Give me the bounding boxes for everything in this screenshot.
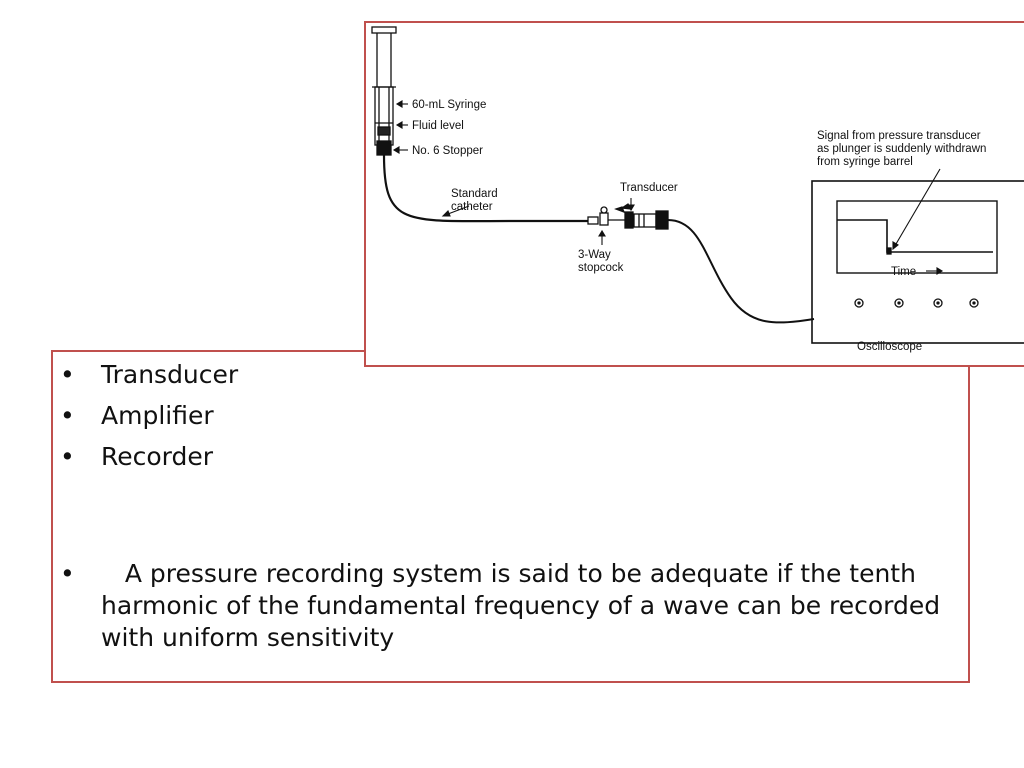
diagram-frame: 60-mL Syringe Fluid level No. 6 Stopper … <box>364 21 1024 367</box>
bullet-icon: • <box>60 442 75 471</box>
syringe-label: 60-mL Syringe <box>412 99 486 111</box>
time-label: Time <box>891 266 916 278</box>
stopcock-label-line2: stopcock <box>578 262 624 274</box>
label-arrows <box>392 100 944 275</box>
bullet-item-adequacy: • A pressure recording system is said to… <box>53 558 968 654</box>
fluid-level-label: Fluid level <box>412 120 464 132</box>
bullet-item-transducer: • Transducer <box>53 354 968 395</box>
catheter-label-line1: Standard <box>451 188 498 200</box>
catheter-tube <box>382 154 588 223</box>
bullet-icon: • <box>60 559 75 588</box>
signal-label-line1: Signal from pressure transducer <box>817 130 981 142</box>
signal-label-line2: as plunger is suddenly withdrawn <box>817 143 986 155</box>
catheter-label-line2: catheter <box>451 201 493 213</box>
bullet-icon: • <box>60 401 75 430</box>
bullet-text: Recorder <box>101 442 214 471</box>
oscilloscope-icon <box>811 180 1024 344</box>
stopper-label: No. 6 Stopper <box>412 145 483 157</box>
transducer-cable <box>667 219 815 324</box>
bullet-text: Transducer <box>101 360 239 389</box>
bullet-item-recorder: • Recorder <box>53 436 968 477</box>
oscilloscope-label: Oscilloscope <box>857 341 922 353</box>
bullet-item-amplifier: • Amplifier <box>53 395 968 436</box>
bullet-text: A pressure recording system is said to b… <box>101 559 949 652</box>
bullet-text: Amplifier <box>101 401 214 430</box>
transducer-label: Transducer <box>620 182 678 194</box>
pressure-system-diagram: 60-mL Syringe Fluid level No. 6 Stopper … <box>371 26 1024 353</box>
bullet-icon: • <box>60 360 75 389</box>
signal-label-line3: from syringe barrel <box>817 156 913 168</box>
transducer-icon <box>620 203 669 230</box>
bullet-text-box: • Transducer • Amplifier • Recorder • A pre… <box>51 350 970 683</box>
syringe-icon <box>371 26 397 156</box>
stopcock-icon <box>587 206 626 226</box>
stopcock-label-line1: 3-Way <box>578 249 611 261</box>
